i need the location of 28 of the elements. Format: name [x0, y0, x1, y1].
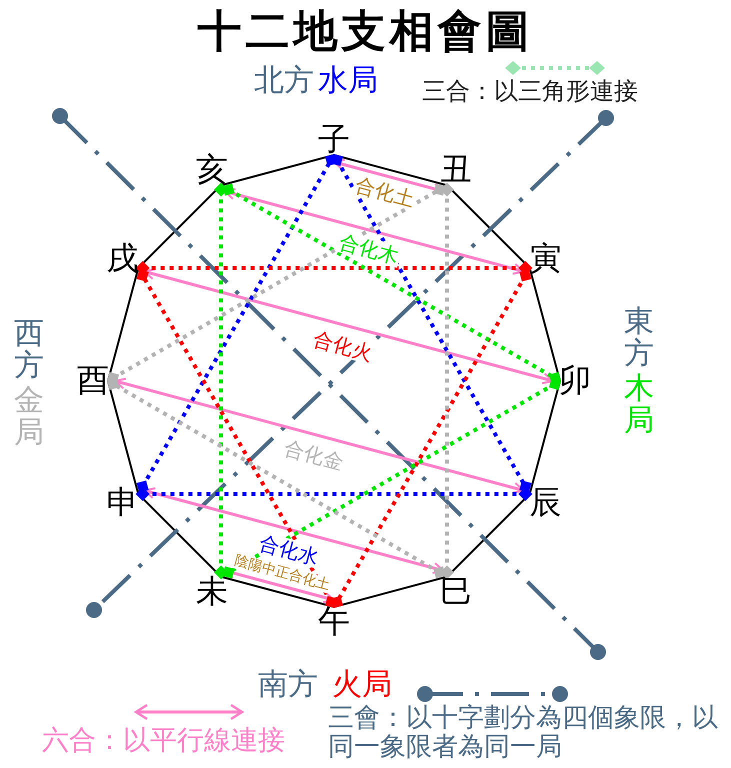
branch-label: 丑: [436, 150, 476, 190]
branch-label: 寅: [525, 238, 566, 279]
dotted-connector: [106, 184, 446, 384]
branch-label: 戌: [102, 238, 143, 279]
direction-label: 西方: [14, 318, 45, 381]
branch-label: 巳: [436, 572, 476, 612]
branch-label: 午: [314, 602, 354, 642]
branch-label: 亥: [192, 150, 232, 190]
dotted-connector: [136, 269, 338, 608]
direction-label: 火局: [332, 668, 392, 701]
direction-label: 金局: [14, 385, 45, 448]
direction-label: 木局: [624, 373, 655, 436]
dotted-connector: [330, 154, 532, 493]
dotted-connector: [222, 378, 562, 578]
branch-label: 辰: [525, 483, 566, 524]
branch-label: 未: [192, 572, 232, 612]
title: 十二地支相會圖: [196, 8, 534, 56]
direction-label: 南方: [258, 668, 318, 701]
direction-label: 東方: [624, 306, 655, 369]
legend-text: 三會：以十字劃分為四個象限，以同一象限者為同一局: [328, 704, 719, 762]
legend-text: 六合：以平行線連接: [42, 726, 285, 756]
direction-label: 水局: [318, 64, 378, 97]
legend-text: 三合：以三角形連接: [422, 78, 638, 104]
branch-label: 卯: [555, 361, 595, 401]
branch-label: 子: [314, 120, 354, 160]
direction-label: 北方: [254, 64, 314, 97]
branch-label: 申: [102, 483, 143, 524]
branch-label: 酉: [73, 361, 113, 401]
